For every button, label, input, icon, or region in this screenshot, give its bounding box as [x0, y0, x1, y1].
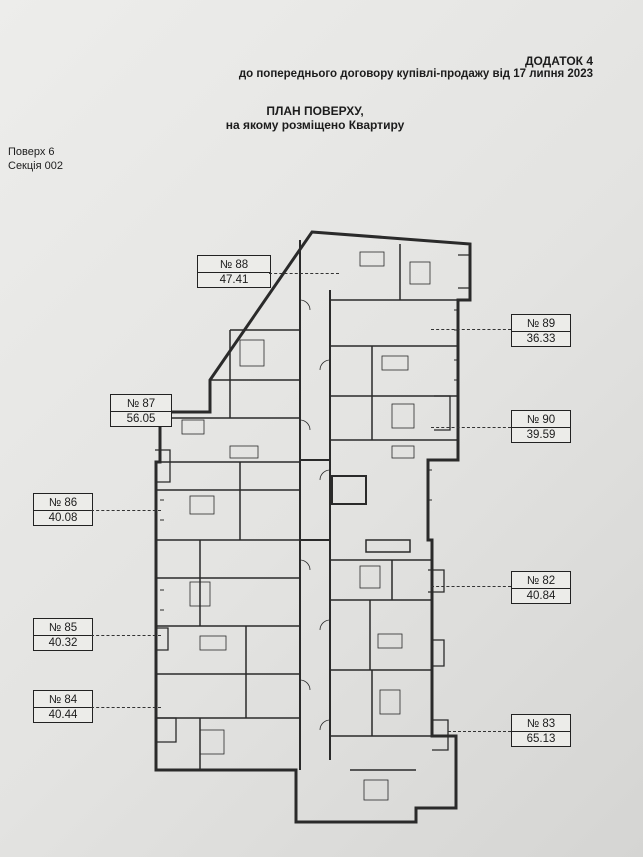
corridor-walls — [299, 240, 331, 770]
apartment-number: № 84 — [48, 694, 78, 706]
floor-label: Поверх 6 — [8, 146, 55, 158]
apartment-area: 36.33 — [512, 331, 570, 346]
apartment-area: 40.84 — [512, 588, 570, 603]
apartment-number: № 85 — [48, 622, 78, 634]
apartment-area: 65.13 — [512, 731, 570, 746]
apartment-area: 40.08 — [34, 510, 92, 525]
apartment-area: 40.32 — [34, 635, 92, 650]
apartment-badge-87: № 87 56.05 — [110, 394, 172, 427]
apartment-badge-82: № 82 40.84 — [511, 571, 571, 604]
apartment-number: № 82 — [526, 575, 556, 587]
door-swings — [299, 299, 331, 731]
section-label: Секція 002 — [8, 160, 63, 172]
leader-line-82 — [431, 586, 511, 587]
balconies — [155, 254, 471, 751]
leader-line-83 — [448, 731, 511, 732]
apartment-number: № 88 — [219, 259, 249, 271]
apartment-number: № 83 — [526, 718, 556, 730]
apartment-badge-84: № 84 40.44 — [33, 690, 93, 723]
apartment-number: № 89 — [526, 318, 556, 330]
plan-title: ПЛАН ПОВЕРХУ, — [266, 104, 364, 118]
right-partitions — [330, 244, 458, 771]
building-outline — [154, 230, 472, 824]
apartment-badge-90: № 90 39.59 — [511, 410, 571, 443]
stair-core — [331, 475, 367, 505]
apartment-badge-86: № 86 40.08 — [33, 493, 93, 526]
apartment-area: 40.44 — [34, 707, 92, 722]
appendix-title: ДОДАТОК 4 — [524, 54, 593, 68]
elevator-shaft — [365, 539, 411, 553]
apartment-badge-88: № 88 47.41 — [197, 255, 271, 288]
apartment-area: 47.41 — [198, 272, 270, 287]
apartment-badge-85: № 85 40.32 — [33, 618, 93, 651]
leader-line-89 — [431, 329, 511, 330]
apartment-area: 56.05 — [111, 411, 171, 426]
window-marks — [160, 309, 458, 611]
apartment-number: № 87 — [126, 398, 156, 410]
left-partitions — [156, 329, 300, 770]
plan-subtitle: на якому розміщено Квартиру — [225, 118, 405, 132]
apartment-area: 39.59 — [512, 427, 570, 442]
apartment-number: № 90 — [526, 414, 556, 426]
leader-line-86 — [91, 510, 161, 511]
apartment-number: № 86 — [48, 497, 78, 509]
apartment-badge-83: № 83 65.13 — [511, 714, 571, 747]
leader-line-85 — [91, 635, 161, 636]
contract-reference: до попереднього договору купівлі-продажу… — [238, 68, 593, 80]
furniture-hints — [181, 251, 431, 801]
apartment-badge-89: № 89 36.33 — [511, 314, 571, 347]
leader-line-84 — [91, 707, 161, 708]
leader-line-88 — [269, 273, 339, 274]
leader-line-90 — [431, 427, 511, 428]
